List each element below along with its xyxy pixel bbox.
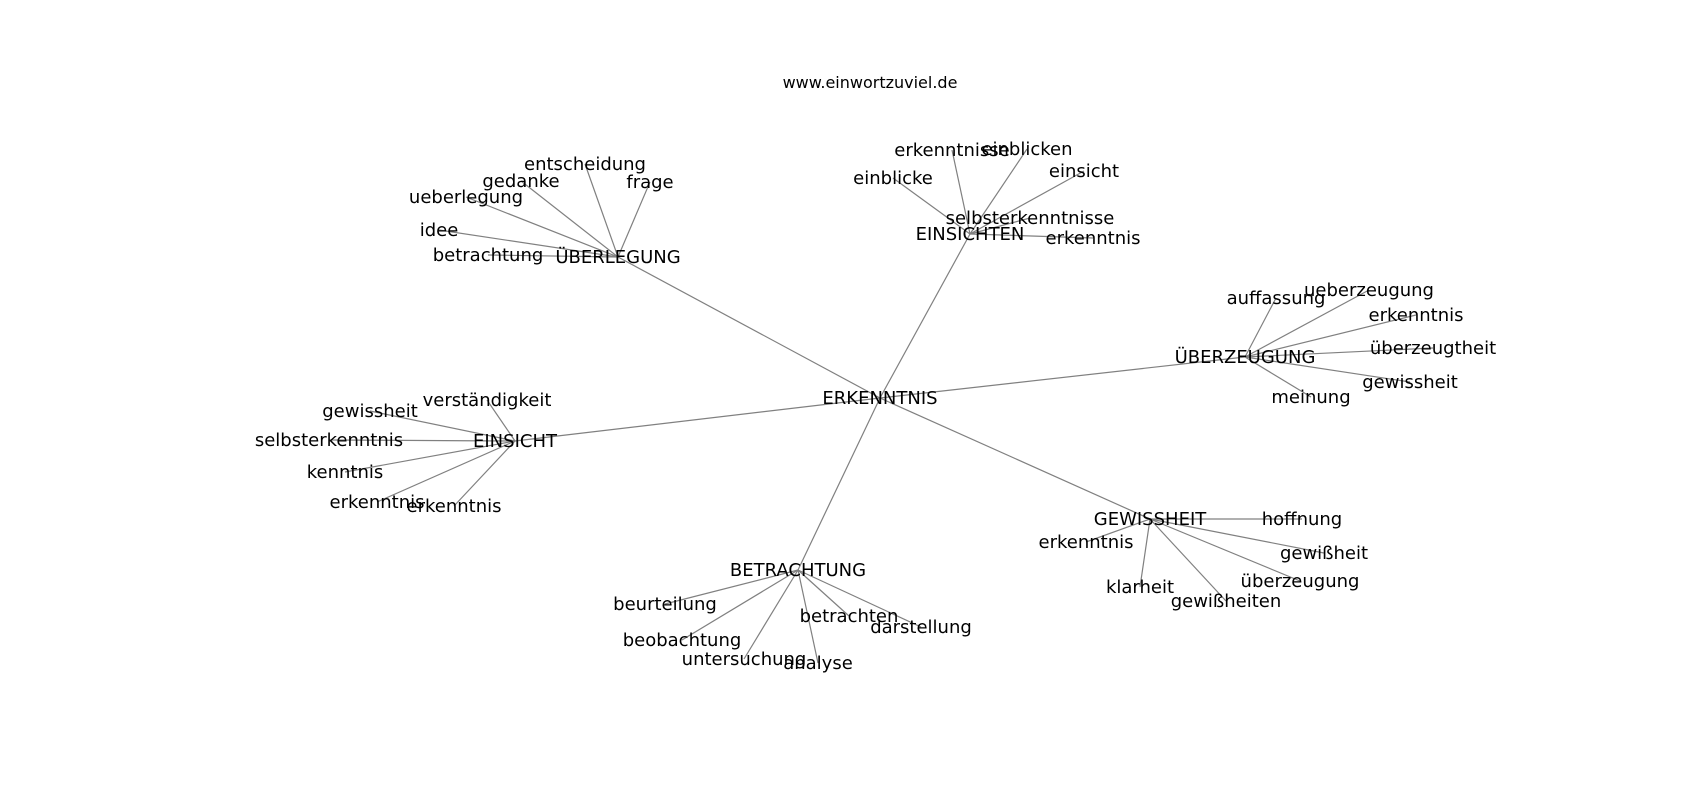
leaf-node-label: beurteilung — [613, 594, 717, 615]
leaf-node-label: ueberzeugung — [1304, 280, 1434, 301]
leaf-node-label: betrachtung — [433, 245, 544, 266]
leaf-node-label: gewissheit — [322, 401, 418, 422]
hub-node-label: ÜBERZEUGUNG — [1175, 346, 1316, 368]
leaf-node-label: gewißheiten — [1171, 591, 1282, 612]
leaf-node-label: gedanke — [482, 171, 559, 192]
edge-hub-to-leaf — [681, 569, 799, 641]
leaf-node-label: einblicken — [981, 139, 1072, 160]
edge-hub-to-leaf — [1244, 297, 1277, 358]
leaf-node-label: untersuchung — [682, 649, 807, 670]
leaf-node-label: erkenntnis — [1039, 532, 1134, 553]
hub-node-label: ÜBERLEGUNG — [555, 246, 680, 268]
edge-hub-to-leaf — [797, 569, 819, 664]
leaf-node-label: erkenntnisse — [894, 140, 1009, 161]
edge-hub-to-leaf — [1244, 356, 1411, 383]
leaf-node-label: hoffnung — [1262, 509, 1342, 530]
edge-center-to-hub — [879, 233, 971, 399]
leaf-node-label: meinung — [1271, 387, 1350, 408]
edge-hub-to-leaf — [486, 399, 516, 442]
edge-hub-to-leaf — [969, 148, 1028, 235]
leaf-node-label: auffassung — [1227, 288, 1326, 309]
leaf-node-label: verständigkeit — [423, 390, 552, 411]
leaf-node-label: gewißheit — [1280, 543, 1368, 564]
leaf-node-label: ueberlegung — [409, 187, 523, 208]
edge-hub-to-leaf — [1244, 347, 1434, 358]
edge-center-to-hub — [617, 256, 881, 399]
edge-hub-to-leaf — [797, 569, 922, 628]
hub-node-label: BETRACHTUNG — [730, 560, 866, 581]
edge-hub-to-leaf — [1149, 518, 1325, 554]
edge-hub-to-leaf — [664, 569, 799, 605]
edge-hub-to-leaf — [1244, 356, 1312, 398]
leaf-node-label: kenntnis — [307, 462, 384, 483]
leaf-node-label: gewissheit — [1362, 372, 1458, 393]
leaf-node-label: überzeugung — [1241, 571, 1360, 592]
leaf-node-label: analyse — [783, 653, 853, 674]
leaf-node-label: erkenntnis — [1046, 228, 1141, 249]
edge-hub-to-leaf — [892, 177, 971, 235]
edge-hub-to-leaf — [465, 196, 619, 258]
edge-hub-to-leaf — [617, 181, 651, 258]
hub-node-label: EINSICHT — [473, 431, 558, 452]
edge-hub-to-leaf — [438, 229, 619, 258]
edge-hub-to-leaf — [369, 410, 516, 442]
edge-hub-to-leaf — [328, 439, 516, 442]
leaf-node-label: einsicht — [1049, 161, 1119, 182]
leaf-node-label: überzeugtheit — [1370, 338, 1496, 359]
leaf-node-label: selbsterkenntnis — [255, 430, 403, 451]
edge-center-to-hub — [879, 356, 1246, 399]
leaf-node-label: erkenntnis — [1369, 305, 1464, 326]
edge-hub-to-leaf — [969, 217, 1031, 235]
leaf-node-label: einblicke — [853, 168, 933, 189]
edge-hub-to-leaf — [487, 254, 619, 258]
edge-center-to-hub — [514, 397, 881, 442]
leaf-node-label: erkenntnis — [407, 496, 502, 517]
edge-hub-to-leaf — [520, 180, 619, 258]
edge-hub-to-leaf — [743, 569, 799, 660]
graph-edges — [328, 148, 1434, 664]
edge-hub-to-leaf — [1139, 518, 1151, 588]
leaf-node-label: beobachtung — [623, 630, 742, 651]
leaf-node-label: entscheidung — [524, 154, 646, 175]
edge-hub-to-leaf — [1244, 289, 1370, 358]
edge-hub-to-leaf — [1149, 518, 1227, 602]
edge-hub-to-leaf — [969, 233, 1094, 239]
edge-hub-to-leaf — [1149, 518, 1301, 582]
leaf-node-label: klarheit — [1106, 577, 1174, 598]
leaf-node-label: betrachten — [800, 606, 899, 627]
edge-hub-to-leaf — [969, 170, 1085, 235]
edge-hub-to-leaf — [797, 569, 850, 617]
center-node-label: ERKENNTNIS — [822, 388, 937, 409]
leaf-node-label: erkenntnis — [330, 492, 425, 513]
leaf-node-label: frage — [626, 172, 673, 193]
edge-center-to-hub — [879, 397, 1151, 520]
source-url: www.einwortzuviel.de — [783, 73, 958, 92]
leaf-node-label: idee — [420, 220, 459, 241]
edge-hub-to-leaf — [453, 440, 516, 507]
leaf-node-label: darstellung — [870, 617, 972, 638]
edge-hub-to-leaf — [584, 163, 619, 258]
leaf-node-label: selbsterkenntnisse — [946, 208, 1115, 229]
hub-node-label: EINSICHTEN — [916, 224, 1025, 245]
edge-hub-to-leaf — [1244, 314, 1417, 358]
edge-hub-to-leaf — [376, 440, 516, 503]
edge-hub-to-leaf — [344, 440, 516, 473]
edge-hub-to-leaf — [1085, 518, 1151, 543]
edge-center-to-hub — [797, 397, 881, 571]
edge-hub-to-leaf — [951, 149, 971, 235]
hub-node-label: GEWISSHEIT — [1094, 509, 1207, 530]
